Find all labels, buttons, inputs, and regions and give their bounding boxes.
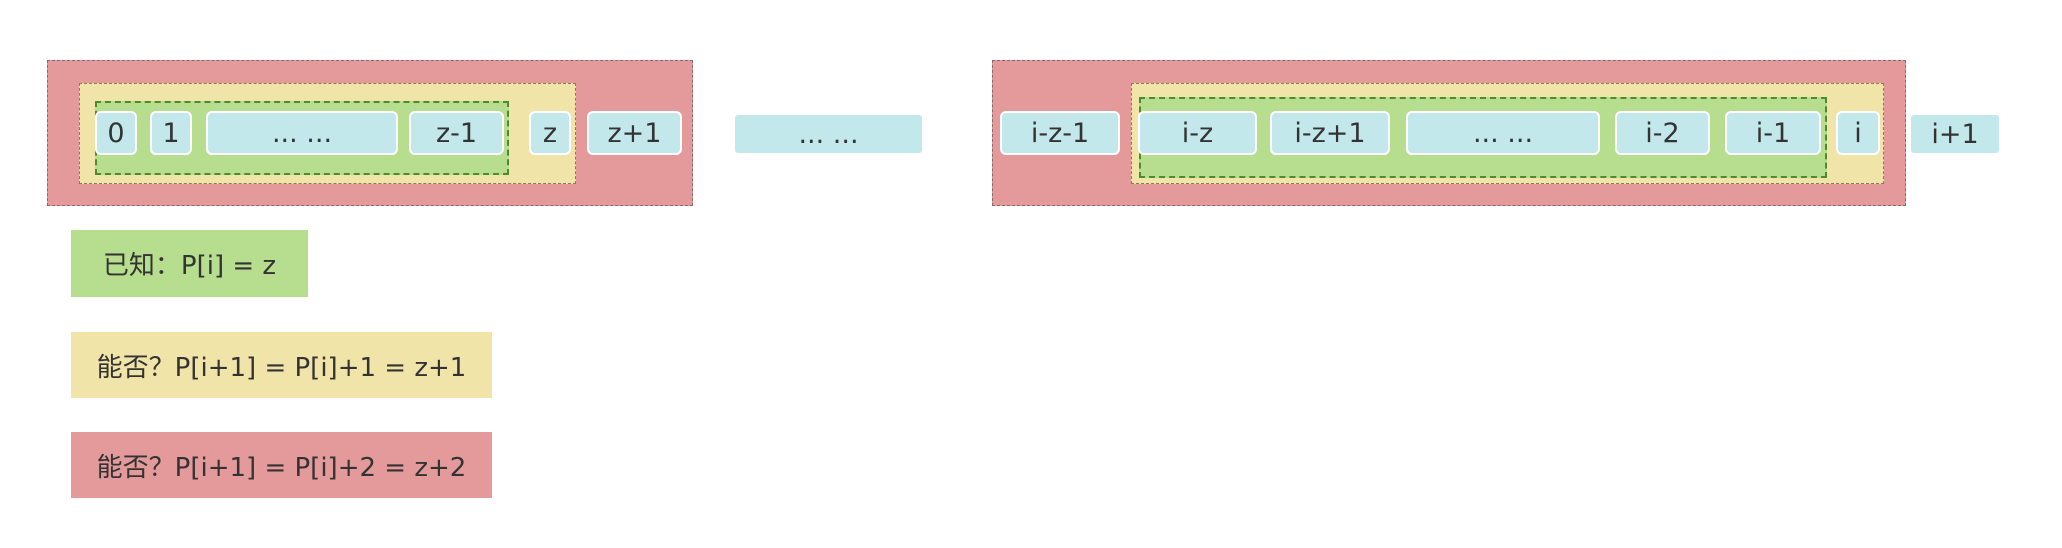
cell-ellipsis-left: ... ... <box>206 111 398 155</box>
legend-option-plus-two: 能否？P[i+1] = P[i]+2 = z+2 <box>71 432 492 498</box>
cell-z: z <box>529 111 571 155</box>
cell-i-z: i-z <box>1138 111 1257 155</box>
cell-0: 0 <box>95 111 137 155</box>
cell-i+1: i+1 <box>1911 115 1999 153</box>
cell-i-z-1: i-z-1 <box>1000 111 1120 155</box>
cell-ellipsis-right: ... ... <box>1406 111 1600 155</box>
cell-1: 1 <box>150 111 192 155</box>
cell-z-1: z-1 <box>409 111 504 155</box>
cell-z+1: z+1 <box>587 111 682 155</box>
cell-ellipsis-middle: ... ... <box>735 115 922 153</box>
cell-i: i <box>1836 111 1880 155</box>
cell-i-2: i-2 <box>1615 111 1710 155</box>
legend-option-plus-one: 能否？P[i+1] = P[i]+1 = z+1 <box>71 332 492 398</box>
cell-i-z+1: i-z+1 <box>1270 111 1390 155</box>
legend-known: 已知：P[i] = z <box>71 230 308 297</box>
cell-i-1: i-1 <box>1725 111 1821 155</box>
